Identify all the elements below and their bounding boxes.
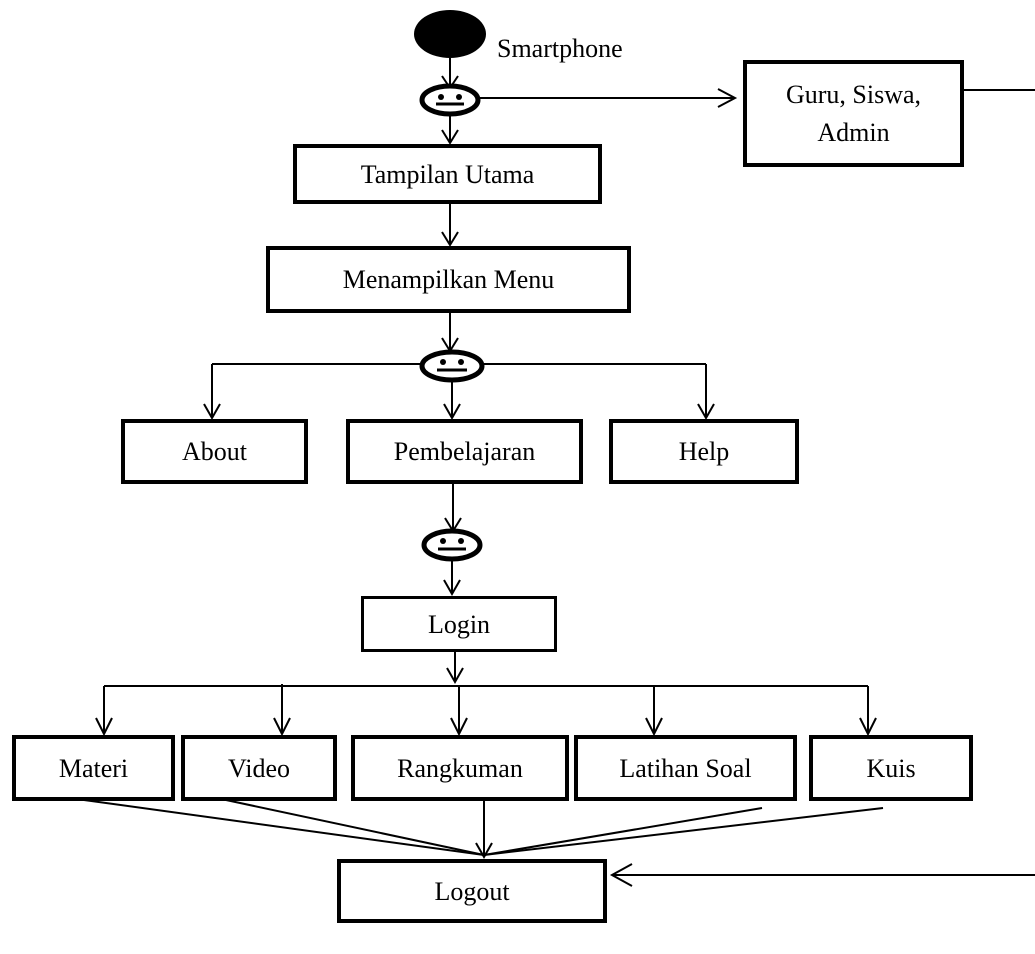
- node-main-screen: Tampilan Utama: [293, 144, 602, 204]
- start-label: Smartphone: [497, 34, 623, 63]
- node-video: Video: [181, 735, 337, 801]
- node-learning: Pembelajaran: [346, 419, 583, 484]
- node-menu: Menampilkan Menu: [266, 246, 631, 313]
- decision-node-3: [421, 528, 483, 562]
- node-materi: Materi: [12, 735, 175, 801]
- node-latihan-soal: Latihan Soal: [574, 735, 797, 801]
- node-rangkuman: Rangkuman: [351, 735, 569, 801]
- node-help: Help: [609, 419, 799, 484]
- node-about: About: [121, 419, 308, 484]
- node-kuis: Kuis: [809, 735, 973, 801]
- start-node: [414, 10, 486, 58]
- node-roles: Guru, Siswa, Admin: [743, 60, 964, 167]
- decision-node-1: [419, 83, 481, 117]
- node-logout: Logout: [337, 859, 607, 923]
- node-login: Login: [361, 596, 557, 652]
- decision-node-2: [419, 349, 485, 383]
